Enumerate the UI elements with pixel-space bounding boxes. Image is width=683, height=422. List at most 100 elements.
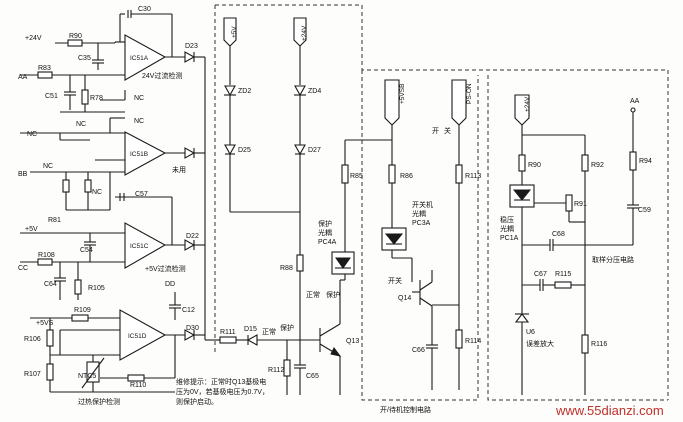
label-d25: D25 <box>238 147 251 154</box>
label-nc2: NC <box>27 131 37 138</box>
label-nc3: NC <box>76 121 86 128</box>
text-labels: +24V R90 C30 C35 IC51A 24V过流检测 D23 AA R8… <box>18 6 664 418</box>
label-nc4: NC <box>134 118 144 125</box>
label-ps-on: PS-ON <box>466 83 473 104</box>
label-sw-kai: 开 <box>432 127 439 135</box>
label-q14: Q14 <box>398 295 411 302</box>
label-ic51a: IC51A <box>130 55 149 62</box>
label-c57: C57 <box>135 191 148 198</box>
label-sample: 取样分压电路 <box>592 255 634 264</box>
label-standby: 开/待机控制电路 <box>380 405 431 414</box>
label-normal2: 正常 <box>306 290 320 299</box>
label-protect2: 保护 <box>326 290 340 299</box>
label-r83: R83 <box>38 65 51 72</box>
label-r85: R85 <box>350 173 363 180</box>
label-nc5: NC <box>43 163 53 170</box>
label-ic51c: IC51C <box>130 243 149 250</box>
label-r114: R114 <box>465 338 481 345</box>
label-r88: R88 <box>280 265 293 272</box>
label-zd2: ZD2 <box>238 88 251 95</box>
border-standby <box>361 70 479 401</box>
label-r108: R108 <box>38 252 55 259</box>
ic51b-block <box>20 117 205 211</box>
label-pc1a-3: PC1A <box>500 235 519 242</box>
label-r110: R110 <box>130 382 146 389</box>
label-r90-left: R90 <box>69 33 82 40</box>
label-24v-in: +24V <box>25 35 42 42</box>
label-ic51b: IC51B <box>130 151 148 158</box>
ic51d-block <box>30 292 205 393</box>
label-r81: R81 <box>48 217 61 224</box>
label-r115: R115 <box>555 271 571 278</box>
label-ic51b-note: 未用 <box>172 165 186 174</box>
label-d22: D22 <box>186 233 199 240</box>
watermark: www.55dianzi.com <box>555 403 664 418</box>
label-c66: C66 <box>412 347 425 354</box>
label-r109: R109 <box>74 307 91 314</box>
label-5vs: +5VS <box>36 320 54 327</box>
label-nc1: NC <box>134 95 144 102</box>
label-sw-guan: 关 <box>444 126 451 135</box>
label-r92: R92 <box>591 162 604 169</box>
label-c65: C65 <box>306 373 319 380</box>
label-zd4: ZD4 <box>308 88 321 95</box>
label-nc6: NC <box>92 189 102 196</box>
label-5v-top: +5V <box>231 26 238 38</box>
label-r113: R113 <box>465 173 481 180</box>
label-d27: D27 <box>308 147 321 154</box>
label-ic51a-note: 24V过流检测 <box>142 71 182 80</box>
label-pc3a-1: 开关机 <box>412 200 433 209</box>
label-5vsb: +5VSB <box>399 84 406 104</box>
label-5v-in: +5V <box>25 226 38 233</box>
label-pc1a-1: 稳压 <box>500 215 514 224</box>
ic51c-block <box>20 193 205 300</box>
label-bb: BB <box>18 171 28 178</box>
label-r107: R107 <box>24 371 41 378</box>
tip-line2: 压为0V，若基极电压为0.7V， <box>176 387 269 396</box>
label-pc1a-2: 光耦 <box>500 224 514 233</box>
label-r111: R111 <box>220 329 236 336</box>
label-r116: R116 <box>591 341 607 348</box>
label-pc4a-3: PC4A <box>318 239 337 246</box>
tip-line1: 维修提示：正常时Q13基极电 <box>176 377 266 386</box>
label-u6: U6 <box>526 329 535 336</box>
label-d30: D30 <box>186 325 199 332</box>
label-r112: R112 <box>268 367 284 374</box>
tip-line3: 则保护启动。 <box>176 397 218 406</box>
label-aa-left: AA <box>18 74 28 81</box>
label-r86: R86 <box>400 173 413 180</box>
label-r90-right: R90 <box>528 162 541 169</box>
label-c54: C54 <box>80 247 93 254</box>
label-c67: C67 <box>534 271 547 278</box>
label-aa-right: AA <box>630 98 640 105</box>
protect-chain <box>205 280 342 395</box>
label-d15: D15 <box>244 326 257 333</box>
label-24v-top: +24V <box>301 25 308 41</box>
standby-block <box>381 79 467 390</box>
label-pc3a-3: PC3A <box>412 220 431 227</box>
label-r106: R106 <box>24 336 41 343</box>
label-protect1: 保护 <box>280 323 294 332</box>
label-pc4a-2: 光耦 <box>318 228 332 237</box>
label-d23: D23 <box>185 43 198 50</box>
label-ntc: NTC5 <box>78 373 96 380</box>
label-c51: C51 <box>45 93 58 100</box>
label-kai-guan: 开关 <box>388 276 402 285</box>
label-r105: R105 <box>88 285 105 292</box>
label-pc3a-2: 光耦 <box>412 209 426 218</box>
label-normal1: 正常 <box>262 327 276 336</box>
label-c59: C59 <box>638 207 651 214</box>
label-q13: Q13 <box>346 338 359 345</box>
label-r94: R94 <box>639 158 652 165</box>
label-pc4a-1: 保护 <box>318 219 332 228</box>
rails <box>223 17 307 340</box>
label-r91: R91 <box>574 201 587 208</box>
regulator-block <box>509 94 639 395</box>
label-cc: CC <box>18 265 28 272</box>
label-c68: C68 <box>552 231 565 238</box>
label-dd: DD <box>165 281 175 288</box>
label-c12: C12 <box>182 307 195 314</box>
ic51a-block <box>20 10 206 340</box>
